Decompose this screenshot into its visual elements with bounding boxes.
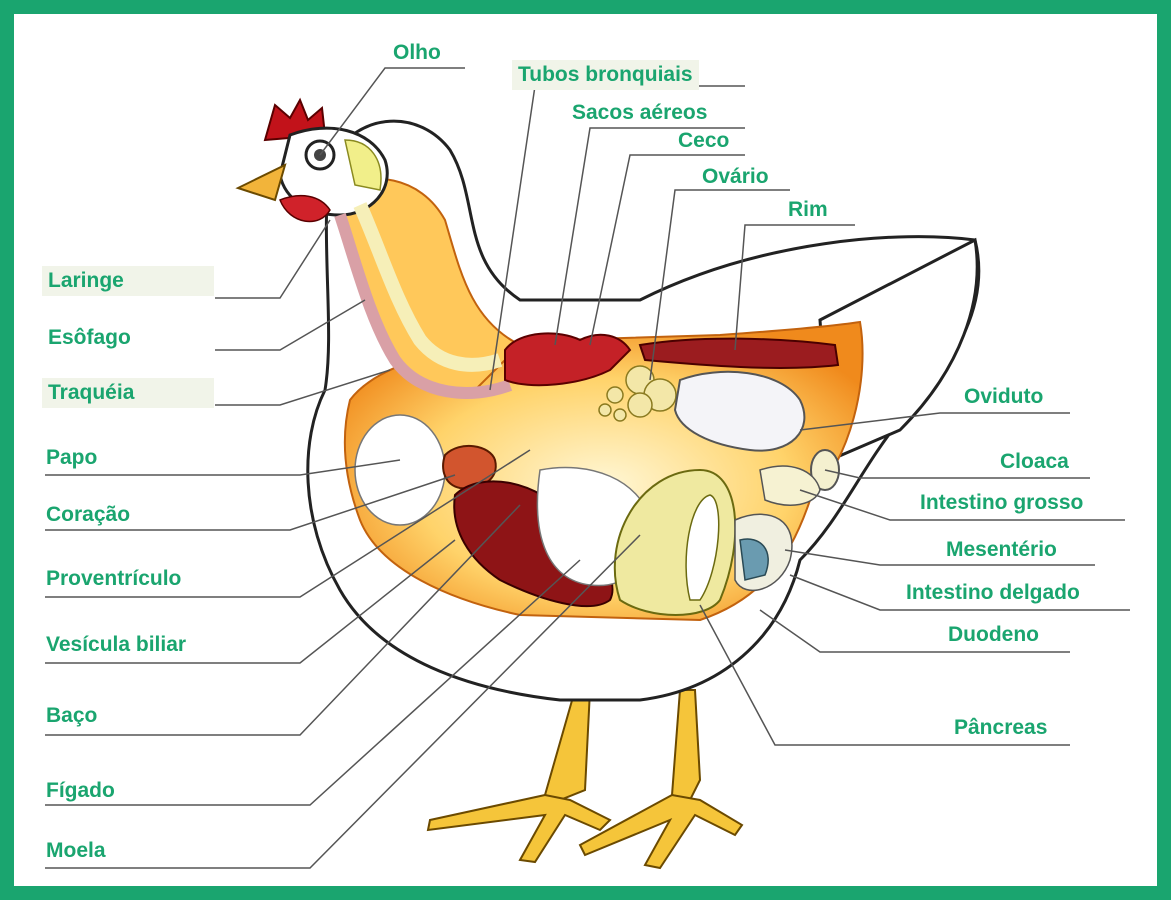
label-oviduto: Oviduto (964, 384, 1043, 410)
label-intestino-delgado: Intestino delgado (906, 580, 1080, 606)
label-papo: Papo (46, 445, 97, 471)
label-duodeno: Duodeno (948, 622, 1039, 648)
label-intestino-grosso: Intestino grosso (920, 490, 1083, 516)
label-laringe: Laringe (42, 266, 214, 296)
label-coracao: Coração (46, 502, 130, 528)
label-proventriculo: Proventrículo (46, 566, 181, 592)
label-moela: Moela (46, 838, 106, 864)
label-esofago: Esôfago (48, 325, 131, 351)
label-figado: Fígado (46, 778, 115, 804)
label-tubos-bronquiais: Tubos bronquiais (512, 60, 699, 90)
legs (428, 690, 742, 868)
label-baco: Baço (46, 703, 97, 729)
label-vesicula-biliar: Vesícula biliar (46, 632, 186, 658)
label-traqueia: Traquéia (42, 378, 214, 408)
label-olho: Olho (393, 40, 441, 66)
label-pancreas: Pâncreas (954, 715, 1047, 741)
label-ovario: Ovário (702, 164, 769, 190)
label-ceco: Ceco (678, 128, 729, 154)
label-mesenterio: Mesentério (946, 537, 1057, 563)
label-sacos-aereos: Sacos aéreos (572, 100, 707, 126)
label-cloaca: Cloaca (1000, 449, 1069, 475)
label-rim: Rim (788, 197, 828, 223)
